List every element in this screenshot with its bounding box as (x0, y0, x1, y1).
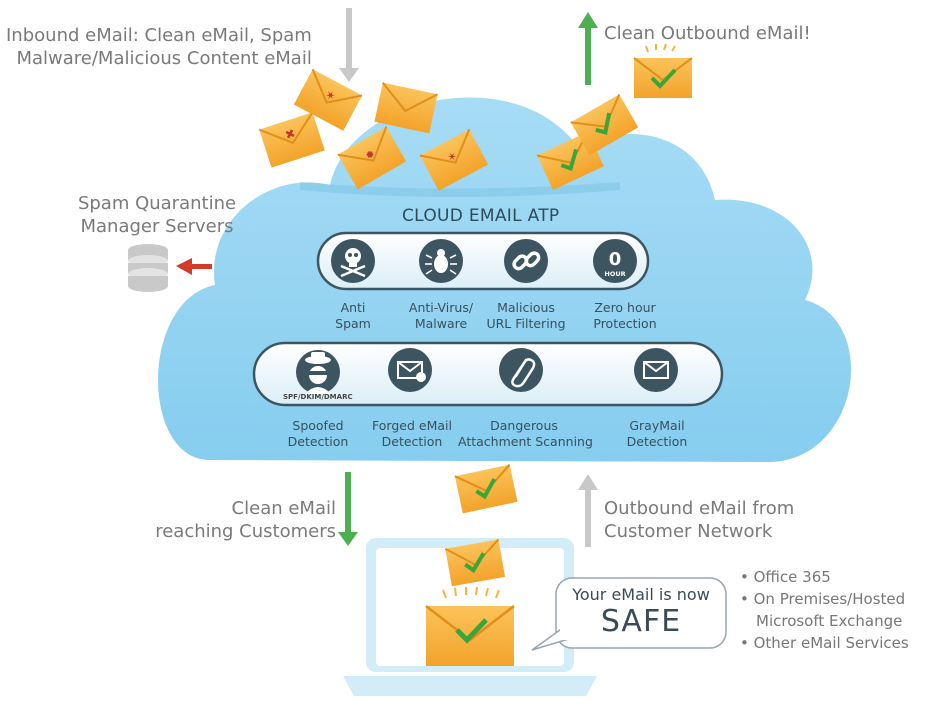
quarantine-label: Spam Quarantine Manager Servers (62, 192, 252, 238)
service-item: Microsoft Exchange (756, 612, 903, 630)
caption-forged-line1: Forged eMail (372, 418, 452, 433)
caption-zero-hour: Zero hour Protection (575, 300, 675, 332)
caption-spoofed-line1: Spoofed (292, 418, 344, 433)
features-pill-row1 (316, 231, 650, 291)
envelope-icon (634, 348, 678, 392)
caption-anti-spam-line1: Anti (340, 300, 366, 315)
bubble-safe: SAFE (600, 604, 682, 639)
cloud-title: CLOUD EMAIL ATP (402, 206, 560, 226)
forged-mail-icon (388, 348, 432, 392)
caption-anti-virus-line2: Malware (414, 316, 468, 331)
outbound-clean-arrow (578, 12, 598, 85)
delivered-envelopes (425, 463, 518, 666)
bug-icon (419, 239, 463, 283)
services-list: • Office 365 • On Premises/Hosted Micros… (740, 566, 909, 654)
inbound-label: Inbound eMail: Clean eMail, Spam Malware… (6, 24, 312, 70)
inbound-arrow (339, 8, 359, 82)
caption-anti-virus-line1: Anti-Virus/ (408, 300, 474, 315)
caption-graymail: GrayMail Detection (612, 418, 702, 450)
bubble-line1: Your eMail is now (572, 585, 710, 604)
inbound-label-line1: Inbound eMail: Clean eMail, Spam (6, 25, 312, 46)
caption-graymail-line2: Detection (626, 434, 688, 449)
paperclip-icon (499, 348, 543, 392)
caption-spoofed-line2: Detection (287, 434, 349, 449)
outbound-network-arrow (578, 474, 598, 547)
caption-spoofed: Spoofed Detection (273, 418, 363, 450)
caption-url-filtering: Malicious URL Filtering (470, 300, 582, 332)
skull-crossbones-icon (331, 239, 375, 283)
caption-forged-line2: Detection (381, 434, 443, 449)
outbound-network-label-line2: Customer Network (604, 521, 773, 542)
outbound-network-label: Outbound eMail from Customer Network (604, 497, 794, 543)
caption-anti-spam: Anti Spam (313, 300, 393, 332)
spy-icon (296, 350, 340, 394)
safe-speech-bubble (531, 577, 727, 651)
inbound-envelopes: ✖ ✶ ✹ ✶ (258, 68, 489, 191)
caption-anti-virus: Anti-Virus/ Malware (391, 300, 491, 332)
service-item: • Office 365 (740, 568, 831, 586)
features-pill-row2 (252, 341, 724, 407)
caption-url-filtering-line2: URL Filtering (486, 316, 566, 331)
service-item: • Other eMail Services (740, 634, 909, 652)
clean-reaching-label-line1: Clean eMail (231, 498, 336, 519)
svg-text:✖: ✖ (283, 126, 297, 142)
caption-zero-hour-line2: Protection (593, 316, 657, 331)
caption-forged: Forged eMail Detection (360, 418, 464, 450)
caption-attachment-line1: Dangerous (490, 418, 558, 433)
caption-attachment: Dangerous Attachment Scanning (458, 418, 593, 450)
zero-hour-icon: 0 HOUR (593, 239, 637, 283)
zero-hour-text: HOUR (604, 270, 625, 278)
caption-zero-hour-line1: Zero hour (594, 300, 656, 315)
caption-anti-spam-line2: Spam (335, 316, 371, 331)
zero-hour-number: 0 (609, 249, 622, 270)
caption-url-filtering-line1: Malicious (497, 300, 555, 315)
quarantine-arrow (176, 258, 212, 275)
outbound-top-label: Clean Outbound eMail! (604, 23, 811, 44)
clean-reaching-arrow (338, 472, 358, 546)
caption-graymail-line1: GrayMail (629, 418, 685, 433)
quarantine-label-line2: Manager Servers (80, 216, 234, 237)
database-icon (128, 244, 168, 292)
link-icon (504, 239, 548, 283)
outbound-clean-envelopes (536, 43, 693, 190)
spf-dkim-dmarc-label: SPF/DKIM/DMARC (283, 393, 353, 401)
caption-attachment-line2: Attachment Scanning (458, 434, 593, 449)
clean-reaching-label-line2: reaching Customers (155, 521, 336, 542)
service-item: • On Premises/Hosted (740, 590, 906, 608)
quarantine-label-line1: Spam Quarantine (77, 193, 237, 214)
outbound-network-label-line1: Outbound eMail from (604, 498, 795, 519)
clean-reaching-label: Clean eMail reaching Customers (146, 497, 336, 543)
inbound-label-line2: Malware/Malicious Content eMail (16, 48, 312, 69)
